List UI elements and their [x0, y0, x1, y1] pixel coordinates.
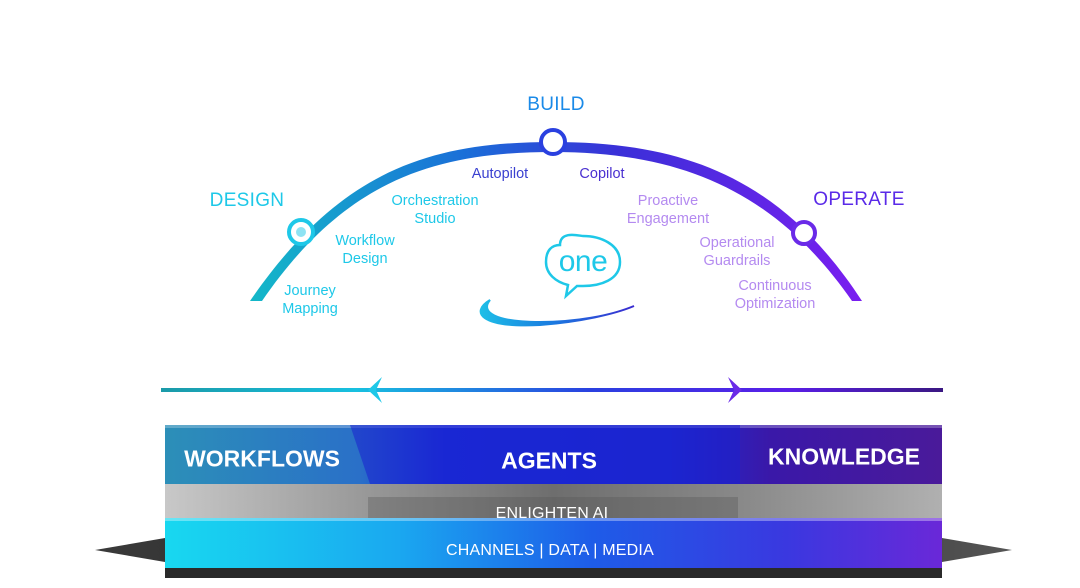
right-arrow-icon [728, 377, 742, 403]
agents-label: AGENTS [501, 447, 597, 474]
flow-line [161, 388, 943, 392]
orchestration-line-1: Orchestration [391, 193, 479, 209]
phase-build: BUILD [527, 94, 585, 115]
knowledge-label: KNOWLEDGE [767, 443, 921, 470]
logo-text: one [558, 245, 608, 278]
autopilot-text: Autopilot [471, 166, 529, 182]
channels-layer [165, 518, 942, 568]
proactive-line-1: Proactive [637, 193, 699, 209]
channels-label: CHANNELS | DATA | MEDIA [446, 542, 654, 559]
left-arrow-icon [368, 377, 382, 403]
orchestration-line-2: Studio [414, 211, 456, 227]
guardrails-line-2: Guardrails [703, 253, 771, 269]
label-continuous-optimization: Continuous Optimization [735, 277, 816, 313]
label-operational-guardrails: Operational Guardrails [700, 234, 775, 270]
enlighten-layer-shade [368, 497, 738, 518]
enlighten-ai-label: ENLIGHTEN AI [495, 505, 609, 522]
logo-swoosh [479, 299, 635, 327]
build-node [539, 128, 567, 156]
guardrails-line-1: Operational [699, 235, 775, 251]
one-logo [544, 233, 622, 300]
label-orchestration-studio: Orchestration Studio [391, 192, 478, 228]
label-proactive-engagement: Proactive Engagement [627, 192, 709, 228]
journey-line-1: Journey [284, 283, 336, 299]
phase-operate: OPERATE [813, 189, 905, 210]
label-copilot: Copilot [579, 165, 624, 183]
label-journey-mapping: Journey Mapping [282, 282, 338, 318]
workflow-line-2: Design [342, 251, 388, 267]
workflows-label: WORKFLOWS [184, 445, 340, 472]
operate-node [791, 220, 817, 246]
phase-design: DESIGN [209, 190, 285, 211]
continuous-line-1: Continuous [738, 278, 812, 294]
workflow-line-1: Workflow [335, 233, 395, 249]
copilot-text: Copilot [579, 166, 625, 182]
continuous-line-2: Optimization [734, 296, 816, 312]
design-node [287, 218, 315, 246]
label-workflow-design: Workflow Design [335, 232, 394, 268]
proactive-line-2: Engagement [626, 211, 710, 227]
label-autopilot: Autopilot [472, 165, 528, 183]
journey-line-2: Mapping [282, 301, 338, 317]
agents-block [350, 425, 740, 484]
channels-layer-highlight [165, 518, 942, 521]
enlighten-layer [165, 484, 942, 518]
